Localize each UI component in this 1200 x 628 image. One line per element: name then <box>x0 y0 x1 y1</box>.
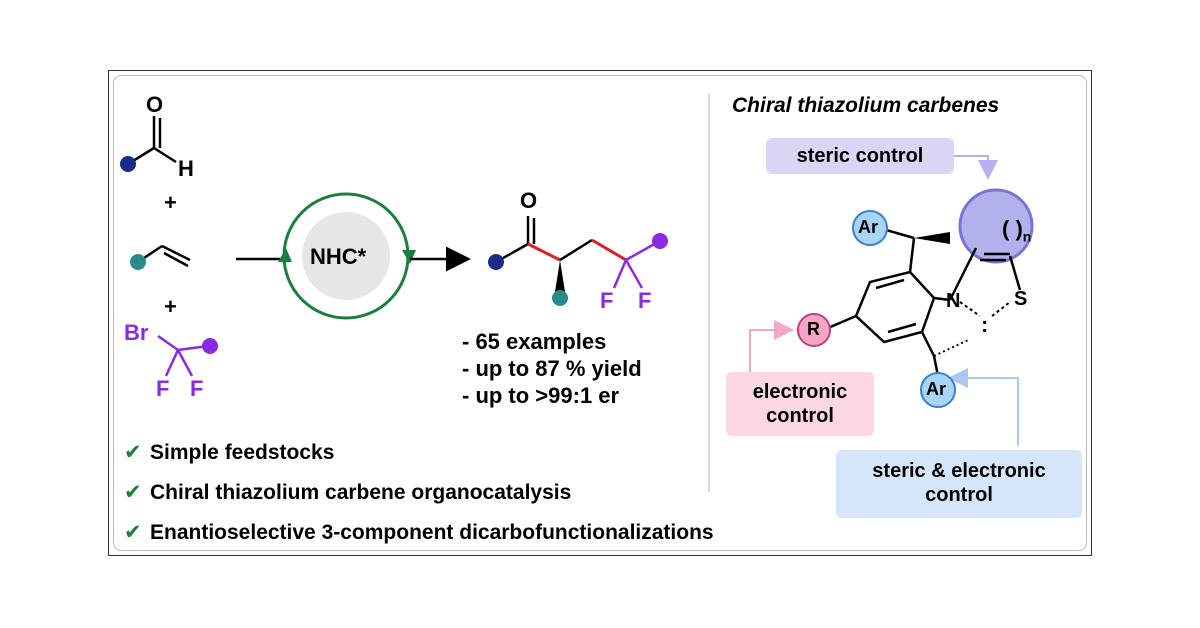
panel-divider <box>708 94 710 492</box>
ar-bottom-circle <box>920 372 956 408</box>
plus-sign-2: + <box>164 294 177 319</box>
thiazolium-structure <box>749 155 1034 446</box>
carbene-lone-pair: : <box>981 312 989 337</box>
feature-organocatalysis: ✔Chiral thiazolium carbene organocatalys… <box>124 481 572 504</box>
sulfur-label: S <box>1014 288 1028 310</box>
alkene-substituent-dot <box>130 254 146 270</box>
graphical-abstract-frame: O H + + Br F F NHC* O F F - 65 examples … <box>108 70 1092 556</box>
result-er: - up to >99:1 er <box>462 383 620 408</box>
aldehyde-oxygen-label: O <box>146 92 164 117</box>
bromodifluoro-structure <box>157 334 218 377</box>
bromide-br-label: Br <box>124 320 149 345</box>
product-structure <box>488 216 668 306</box>
catalytic-cycle <box>278 192 416 320</box>
checkmark-icon: ✔ <box>124 481 142 504</box>
steric-electronic-control-box: steric & electronic control <box>836 450 1082 518</box>
aldehyde-hydrogen-label: H <box>178 156 194 181</box>
steric-control-box: steric control <box>766 138 954 174</box>
checkmark-icon: ✔ <box>124 441 142 464</box>
r-group-label: R <box>807 319 820 339</box>
product-oxygen-label: O <box>520 188 538 213</box>
product-f2-label: F <box>638 288 652 313</box>
feature-dicarbofunctionalizations: ✔Enantioselective 3-component dicarbofun… <box>124 521 714 544</box>
cycle-arrowhead-right <box>402 250 416 264</box>
ring-size-label: ( )n <box>1002 216 1032 245</box>
r-group-circle <box>797 313 831 347</box>
product-aldehyde-dot <box>488 254 504 270</box>
cycle-arrowhead-left <box>278 248 292 262</box>
ar-bottom-label: Ar <box>926 379 947 399</box>
feature-simple-feedstocks: ✔Simple feedstocks <box>124 441 335 464</box>
ar-top-circle <box>852 210 888 246</box>
results-list: - 65 examples - up to 87 % yield - up to… <box>462 328 642 409</box>
checkmark-icon: ✔ <box>124 521 142 544</box>
product-bromide-dot <box>652 233 668 249</box>
bromide-f2-label: F <box>190 376 204 401</box>
steric-control-arrow <box>954 155 998 180</box>
result-yield: - up to 87 % yield <box>462 356 642 381</box>
product-alkene-dot <box>552 290 568 306</box>
panel-title: Chiral thiazolium carbenes <box>732 94 1000 117</box>
aldehyde-substituent-dot <box>120 156 136 172</box>
result-examples: - 65 examples <box>462 329 607 354</box>
bromide-substituent-dot <box>202 338 218 354</box>
bromide-f1-label: F <box>156 376 170 401</box>
catalyst-label: NHC* <box>310 244 367 269</box>
fused-ring-circle <box>958 188 1034 264</box>
ar-top-label: Ar <box>858 217 879 237</box>
nitrogen-label: N <box>946 290 961 312</box>
steric-electronic-arrow <box>948 368 1019 446</box>
electronic-control-box: electronic control <box>726 372 874 436</box>
inner-panel: O H + + Br F F NHC* O F F - 65 examples … <box>113 75 1087 551</box>
aldehyde-structure <box>120 116 177 172</box>
reaction-scheme <box>120 116 1034 446</box>
catalyst-disc <box>302 212 390 300</box>
alkene-structure <box>130 244 191 270</box>
electronic-control-arrow <box>749 320 794 376</box>
product-f1-label: F <box>600 288 614 313</box>
plus-sign-1: + <box>164 190 177 215</box>
